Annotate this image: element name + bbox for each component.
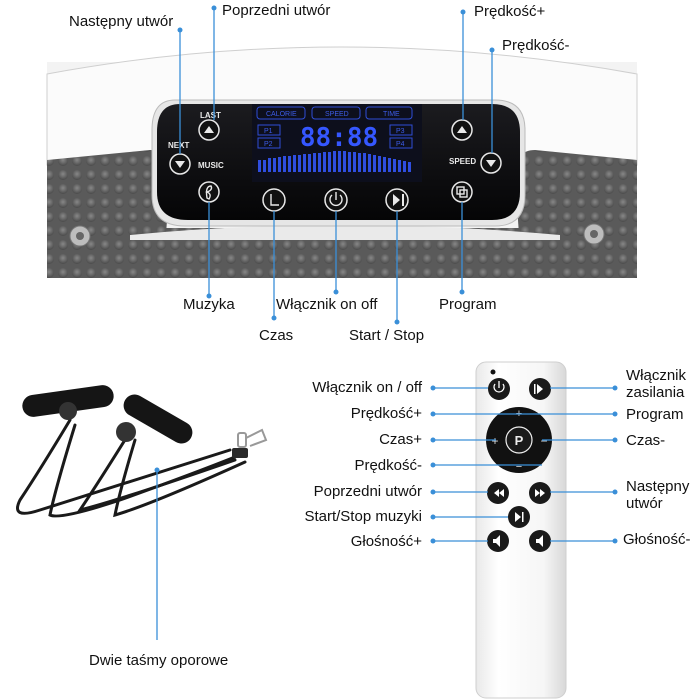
clock-icon [270,194,279,206]
time-button [262,188,286,212]
music-note-icon [204,185,213,200]
label-remote-speed-down: Prędkość- [354,457,422,474]
svg-text:−: − [540,434,547,448]
label-next-track: Następny utwór [69,13,174,30]
label-remote-power: Włącznik on / off [312,379,422,396]
equalizer-bars [258,151,411,172]
last-label: LAST [200,111,221,120]
chevron-up-icon [204,126,214,133]
label-time: Czas [259,327,294,344]
label-speed-down: Prędkość- [502,37,570,54]
label-remote-volume-up: Głośność+ [350,533,422,550]
resistance-bands [16,385,268,518]
chevron-down-icon [486,160,496,167]
label-remote-time-up: Czas+ [379,431,422,448]
label-start-stop: Start / Stop [349,327,425,344]
label-speed-up: Prędkość+ [474,3,546,20]
label-previous-track: Poprzedni utwór [222,2,331,19]
fast-forward-icon [535,489,545,497]
lcd-digits: 88:88 [300,123,378,153]
chevron-up-icon [457,126,467,133]
rewind-icon [494,489,504,497]
svg-text:TIME: TIME [383,111,400,118]
label-remote-time-down: Czas- [626,432,666,449]
power-icon [493,383,505,393]
platform-callouts [179,8,493,322]
volume-up-icon [493,535,500,547]
label-remote-start-stop-music: Start/Stop muzyki [304,508,422,525]
label-remote-next-track: Następny utwór [626,478,690,512]
svg-text:P3: P3 [396,128,405,135]
svg-text:P4: P4 [396,141,405,148]
vibration-platform: 88:88 CALORIE SPEED TIME P1 P2 P3 P4 LAS… [46,46,638,278]
svg-text:P2: P2 [264,141,273,148]
label-remote-speed-up: Prędkość+ [350,405,422,422]
label-music: Muzyka [183,296,235,313]
svg-text:SPEED: SPEED [325,111,349,118]
remote-power-button [488,378,510,400]
label-remote-program: Program [626,406,684,423]
program-button [451,181,473,203]
label-power: Włącznik on off [276,296,378,313]
svg-text:P1: P1 [264,128,273,135]
next-label: NEXT [168,141,189,150]
music-label: MUSIC [198,161,224,170]
svg-text:+: + [491,434,498,448]
program-center-button [505,426,533,454]
led-indicator [490,369,496,375]
label-remote-volume-down: Głośność- [623,531,691,548]
power-icon [329,194,343,207]
label-program: Program [439,296,497,313]
label-resistance-bands: Dwie taśmy oporowe [89,652,229,669]
svg-text:−: − [516,461,522,473]
label-remote-main-power: Włącznik zasilania [626,367,687,401]
play-icon [537,384,543,394]
play-pause-icon [515,512,521,522]
svg-text:CALORIE: CALORIE [266,111,297,118]
speed-label: SPEED [449,157,476,166]
remote-callouts [433,387,615,542]
label-remote-prev-track: Poprzedni utwór [313,483,422,500]
program-p-icon: P [515,433,524,448]
play-pause-icon [393,194,400,206]
remote-control: P + − + − [475,361,567,699]
volume-down-icon [536,535,543,547]
chevron-down-icon [175,161,185,168]
